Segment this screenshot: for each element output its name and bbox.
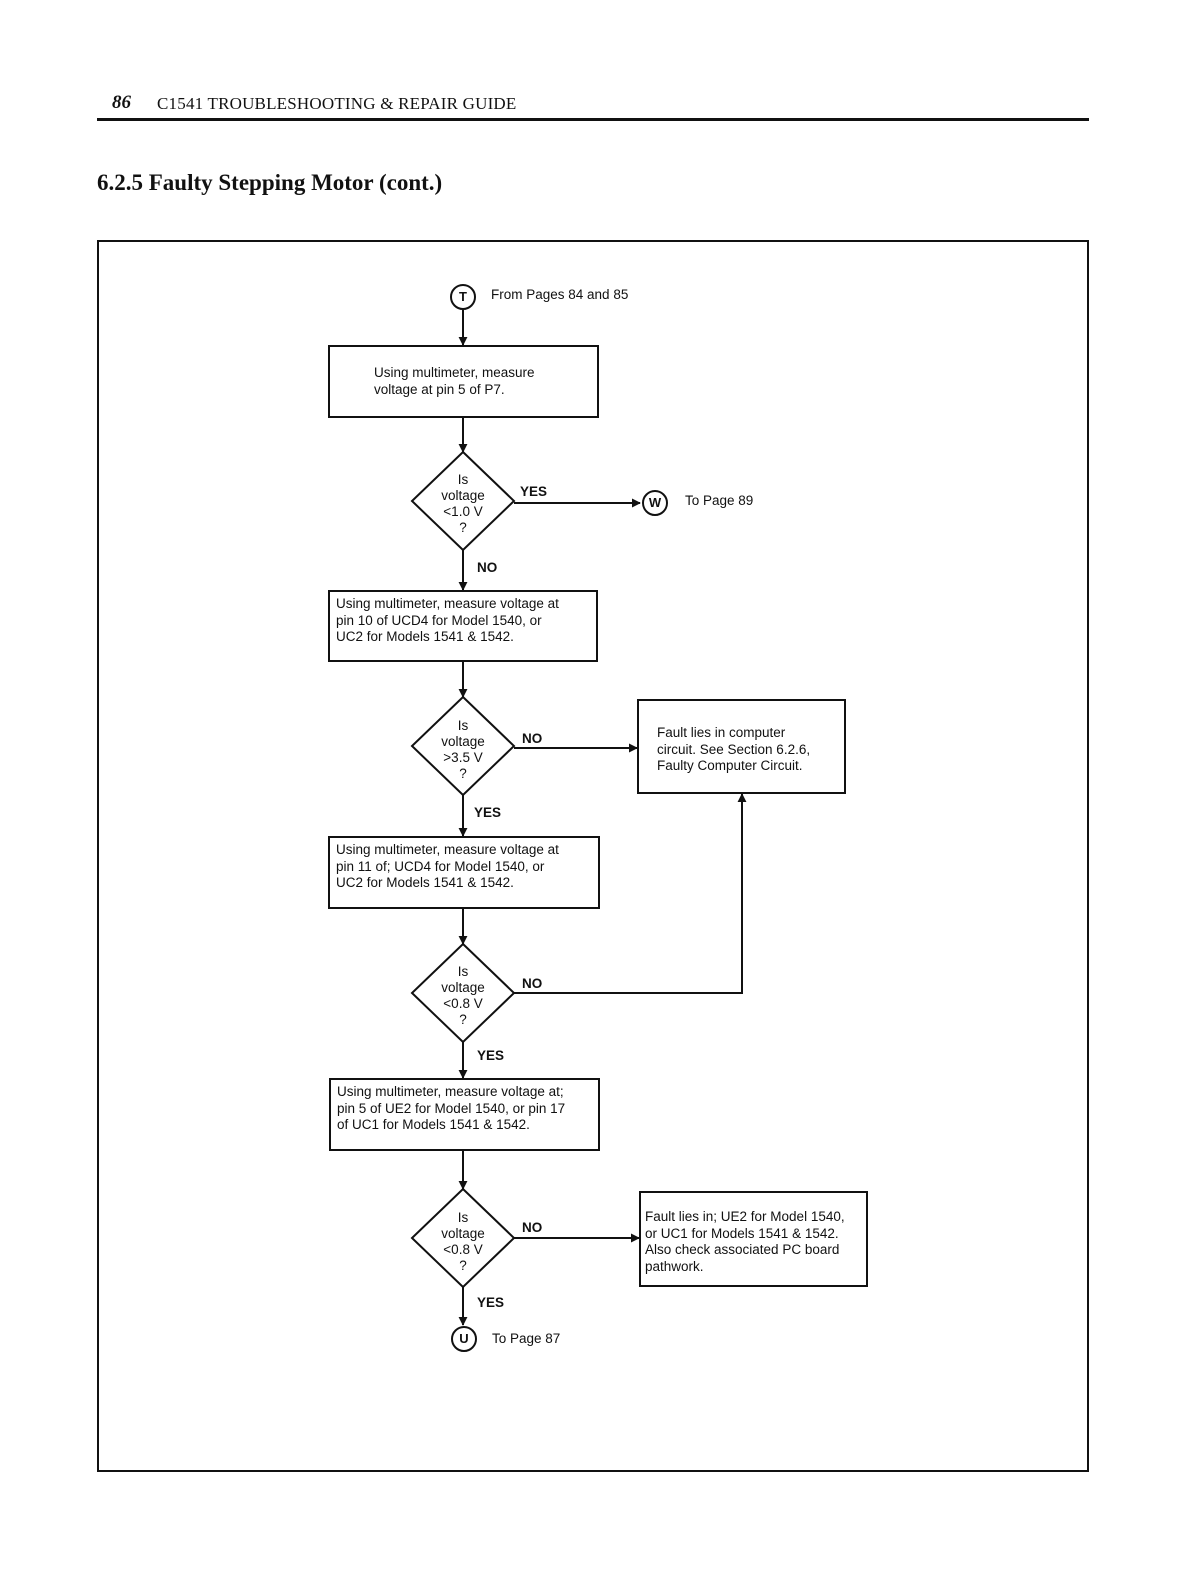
step-3-line: pin 11 of; UCD4 for Model 1540, or — [336, 858, 545, 874]
page-header: 86 C1541 TROUBLESHOOTING & REPAIR GUIDE — [97, 90, 1089, 121]
fault-2-line: or UC1 for Models 1541 & 1542. — [645, 1225, 839, 1241]
step-4-line: Using multimeter, measure voltage at; — [337, 1084, 564, 1099]
fault-2-line: Fault lies in; UE2 for Model 1540, — [645, 1209, 845, 1224]
decision-2-no-label: NO — [522, 731, 543, 746]
decision-1-yes-label: YES — [520, 484, 548, 499]
arrow-decision3-to-fault1 — [514, 793, 747, 994]
decision-diamond-4 — [410, 1187, 516, 1289]
step-3-line: UC2 for Models 1541 & 1542. — [336, 875, 514, 890]
fault-1-line: circuit. See Section 6.2.6, — [657, 741, 811, 757]
step-3-line: Using multimeter, measure voltage at — [336, 842, 559, 857]
fault-2-line: Also check associated PC board — [645, 1242, 840, 1257]
decision-diamond-2 — [410, 695, 516, 797]
connector-t-note: From Pages 84 and 85 — [491, 287, 629, 302]
connector-t: T — [450, 284, 476, 310]
decision-diamond-3 — [410, 942, 516, 1044]
page-number: 86 — [112, 92, 131, 113]
decision-1-no-label: NO — [477, 560, 498, 575]
step-2-line: Using multimeter, measure voltage at — [336, 596, 559, 611]
step-box-1: Using multimeter, measure voltage at pin… — [328, 345, 599, 418]
fault-box-1: Fault lies in computer circuit. See Sect… — [637, 699, 846, 794]
connector-w-note: To Page 89 — [685, 493, 754, 508]
decision-4-no-label: NO — [522, 1220, 543, 1235]
step-2-line: UC2 for Models 1541 & 1542. — [336, 629, 514, 644]
fault-box-2: Fault lies in; UE2 for Model 1540, or UC… — [639, 1191, 868, 1287]
decision-diamond-1 — [410, 450, 516, 552]
step-box-2: Using multimeter, measure voltage at pin… — [328, 590, 598, 662]
fault-1-line: Fault lies in computer — [657, 725, 786, 740]
decision-2-yes-label: YES — [474, 805, 502, 820]
fault-1-line: Faulty Computer Circuit. — [657, 758, 803, 773]
connector-u-note: To Page 87 — [492, 1331, 561, 1346]
book-title: C1541 TROUBLESHOOTING & REPAIR GUIDE — [157, 94, 517, 113]
step-2-line: pin 10 of UCD4 for Model 1540, or — [336, 612, 542, 628]
section-title: 6.2.5 Faulty Stepping Motor (cont.) — [97, 170, 443, 195]
step-1-line: voltage at pin 5 of P7. — [374, 381, 505, 397]
step-box-4: Using multimeter, measure voltage at; pi… — [329, 1078, 600, 1151]
decision-3-yes-label: YES — [477, 1048, 505, 1063]
connector-w: W — [642, 490, 668, 516]
fault-2-line: pathwork. — [645, 1258, 704, 1274]
connector-u: U — [451, 1326, 477, 1352]
decision-3-no-label: NO — [522, 976, 543, 991]
decision-4-yes-label: YES — [477, 1295, 505, 1310]
step-4-line: of UC1 for Models 1541 & 1542. — [337, 1117, 530, 1132]
step-box-3: Using multimeter, measure voltage at pin… — [328, 836, 600, 909]
step-4-line: pin 5 of UE2 for Model 1540, or pin 17 — [337, 1100, 566, 1116]
flowchart-frame — [97, 240, 1089, 1472]
step-1-line: Using multimeter, measure — [374, 365, 535, 380]
